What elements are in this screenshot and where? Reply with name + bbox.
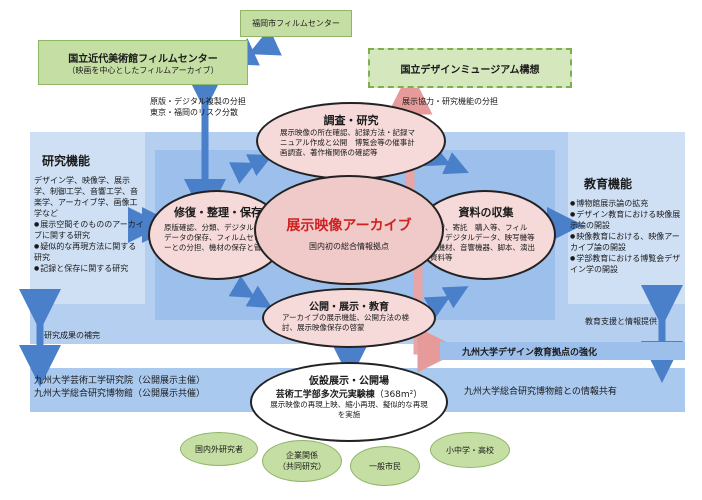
audience-schools: 小中学・高校 xyxy=(430,432,510,468)
national-film-center: 国立近代美術館フィルムセンター （映画を中心としたフィルムアーカイブ） xyxy=(38,40,248,85)
arrow-c2 xyxy=(424,144,469,175)
education-item: 映像教育における、映像アーカイブ論の開設 xyxy=(570,231,685,253)
arrow-kyushu-strength xyxy=(413,240,463,373)
arrow-c3 xyxy=(228,275,273,309)
research-item: 記録と保存に関する研究 xyxy=(34,263,144,274)
public-title: 公開・展示・教育 xyxy=(309,302,389,313)
venue-building: 芸術工学部多次元実験棟 xyxy=(275,390,375,400)
repair-text: 原版確認、分類、デジタル化、データの保存、フィルムセンターとの分担、機材の保存と… xyxy=(164,223,269,252)
audience-companies: 企業関係 （共同研究） xyxy=(262,440,342,482)
note-left-top: 原版・デジタル複製の分担 東京・福岡のリスク分散 xyxy=(150,96,280,118)
arrow-c4 xyxy=(423,286,469,319)
education-title: 教育機能 xyxy=(584,177,633,191)
education-function: 教育機能 博物館展示論の拡充 デザイン教育における映像展示論の開設 映像教育にお… xyxy=(570,175,685,275)
education-item: 学部教育における博覧会デザイン学の開設 xyxy=(570,253,685,275)
survey-title: 調査・研究 xyxy=(323,114,379,127)
audience-researchers: 国内外研究者 xyxy=(180,432,258,466)
kyushu-strength-bar: 九州大学デザイン教育拠点の強化 xyxy=(440,342,685,360)
audience-citizens: 一般市民 xyxy=(350,446,420,486)
education-list: 博物館展示論の拡充 デザイン教育における映像展示論の開設 映像教育における、映像… xyxy=(570,198,685,275)
collection-text: 寄贈、寄託 購入等、フィルム、デジタルデータ、映写機等の機材、音響機器、脚本、演… xyxy=(430,223,535,262)
film-center-subtitle: （映画を中心としたフィルムアーカイブ） xyxy=(67,66,219,75)
note-left-line2: 東京・福岡のリスク分散 xyxy=(150,108,238,117)
kyushu-lab1: 九州大学芸術工学研究院（公開展示主催） xyxy=(34,376,206,386)
research-item: 疑似的な再現方法に関する研究 xyxy=(34,241,144,263)
research-intro: デザイン学、映像学、展示学、制御工学、音響工学、音楽学、アーカイブ学、画像工学な… xyxy=(34,176,138,218)
venue-ellipse: 仮設展示・公開場 芸術工学部多次元実験棟（368m²） 展示映像の再現上映、縮小… xyxy=(250,362,448,442)
venue-text: 展示映像の再現上映、縮小再現、擬似的な再現を実施 xyxy=(270,400,428,419)
museum-share: 九州大学総合研究博物館との情報共有 xyxy=(464,387,617,397)
kyushu-lab2: 九州大学総合研究博物館（公開展示共催） xyxy=(34,389,206,399)
note-right-top: 展示協力・研究機能の分担 xyxy=(402,97,498,106)
research-panel xyxy=(30,132,145,304)
venue-area: （368m²） xyxy=(374,390,423,400)
research-list: 展示空間そのもののアーカイブに関する研究 疑似的な再現方法に関する研究 記録と保… xyxy=(34,219,144,274)
collection-title: 資料の収集 xyxy=(458,206,514,219)
film-center-title: 国立近代美術館フィルムセンター xyxy=(68,54,218,65)
fukuoka-film-center: 福岡市フィルムセンター xyxy=(240,10,352,37)
audience-label: 小中学・高校 xyxy=(446,445,494,455)
audience-label: 一般市民 xyxy=(369,461,401,471)
arrow-c1 xyxy=(229,154,273,184)
survey-research-ellipse: 調査・研究 展示映像の所在確認、記録方法・記録マニュアル作成と公開 博覧会等の催… xyxy=(256,102,446,180)
center-archive-ellipse: 展示映像アーカイブ 国内初の総合情報拠点 xyxy=(254,175,444,285)
research-title: 研究機能 xyxy=(42,154,91,168)
design-museum: 国立デザインミュージアム構想 xyxy=(368,48,572,88)
repair-title: 修復・整理・保存 xyxy=(174,206,262,219)
survey-text: 展示映像の所在確認、記録方法・記録マニュアル作成と公開 博覧会等の催事計画調査、… xyxy=(280,128,415,157)
research-item: 展示空間そのもののアーカイブに関する研究 xyxy=(34,219,144,241)
public-ellipse: 公開・展示・教育 アーカイブの展示機能、公開方法の検討、展示映像保存の啓蒙 xyxy=(262,288,436,348)
audience-label: 企業関係 （共同研究） xyxy=(278,451,326,471)
research-note: 研究成果の補完 xyxy=(44,331,100,340)
audience-label: 国内外研究者 xyxy=(195,444,243,454)
kyushu-labs: 九州大学芸術工学研究院（公開展示主催） 九州大学総合研究博物館（公開展示共催） xyxy=(34,375,274,401)
education-item: 博物館展示論の拡充 xyxy=(570,198,685,209)
research-function: 研究機能 デザイン学、映像学、展示学、制御工学、音響工学、音楽学、アーカイブ学、… xyxy=(34,152,144,274)
education-item: デザイン教育における映像展示論の開設 xyxy=(570,209,685,231)
center-title: 展示映像アーカイブ xyxy=(286,218,412,234)
note-left-line1: 原版・デジタル複製の分担 xyxy=(150,97,246,106)
venue-building-line: 芸術工学部多次元実験棟（368m²） xyxy=(270,387,428,400)
public-text: アーカイブの展示機能、公開方法の検討、展示映像保存の啓蒙 xyxy=(282,313,410,332)
center-subtitle: 国内初の総合情報拠点 xyxy=(309,242,389,251)
venue-title: 仮設展示・公開場 xyxy=(309,376,389,387)
edu-note: 教育支援と情報提供 xyxy=(585,317,657,326)
